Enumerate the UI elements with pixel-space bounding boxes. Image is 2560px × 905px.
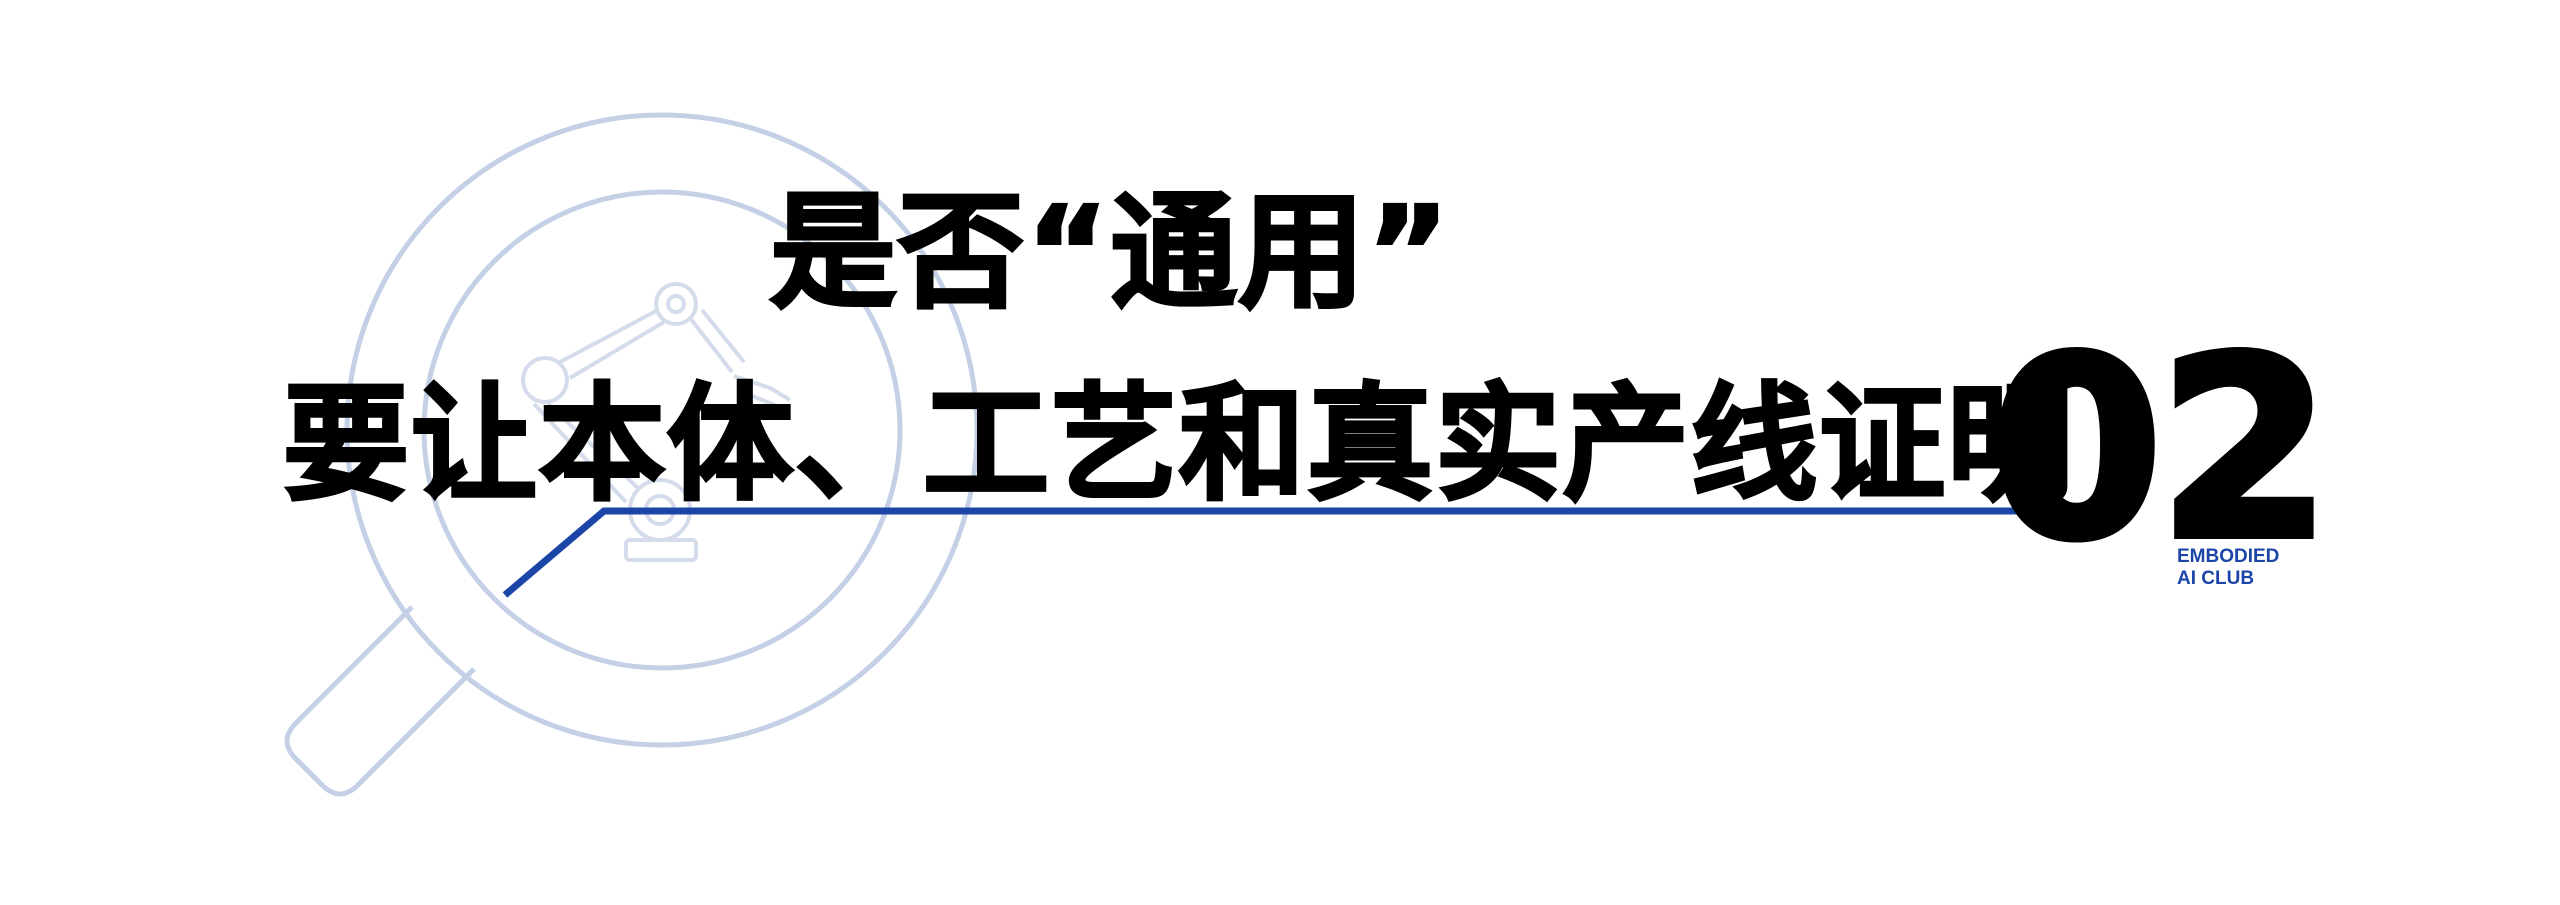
brand-line-2: AI CLUB: [2177, 568, 2255, 589]
title-line-2: 要让本体、工艺和真实产线证明: [282, 370, 2075, 520]
title-line-1: 是否“通用”: [769, 178, 1452, 328]
brand-line-1: EMBODIED: [2177, 546, 2280, 567]
section-number: 02: [1986, 306, 2335, 594]
magnifier-icon: [284, 112, 980, 797]
